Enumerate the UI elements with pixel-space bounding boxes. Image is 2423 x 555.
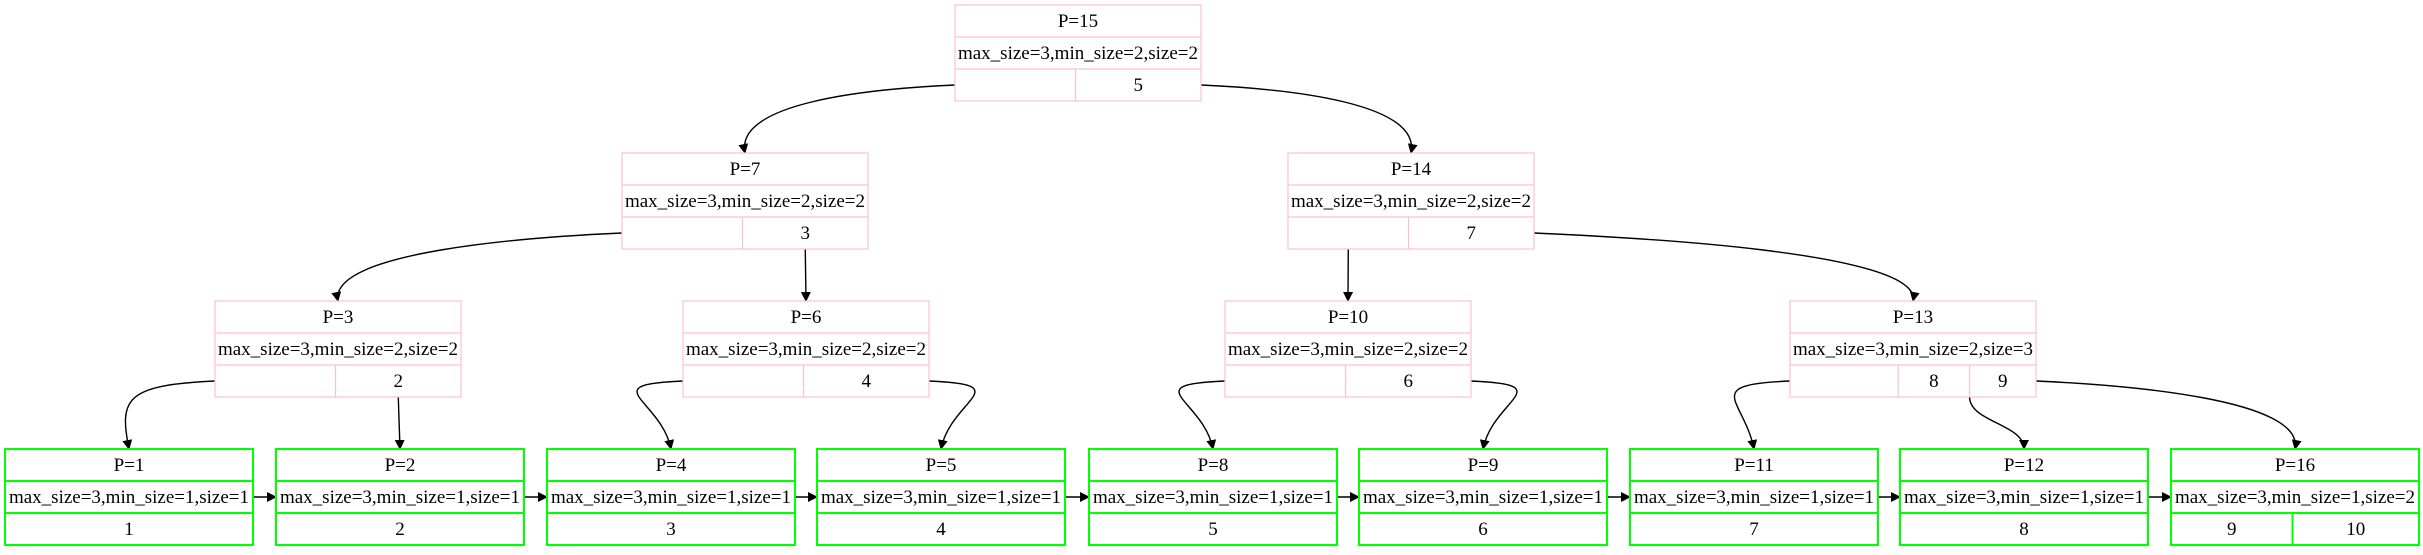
node-box	[1789, 300, 2037, 398]
node-key: 1	[124, 519, 134, 540]
node-key: 2	[394, 371, 404, 392]
node-key: 5	[1208, 519, 1218, 540]
node-meta: max_size=3,min_size=2,size=2	[686, 339, 926, 360]
leaf-node-p5: P=5 max_size=3,min_size=1,size=1 4	[816, 448, 1066, 546]
node-title: P=16	[2275, 455, 2315, 476]
node-box	[1899, 448, 2149, 546]
node-key: 8	[1929, 371, 1939, 392]
node-key: 9	[1998, 371, 2008, 392]
node-title: P=10	[1328, 307, 1368, 328]
node-box	[1224, 300, 1472, 398]
edge-p7-p3	[331, 232, 623, 302]
node-meta: max_size=3,min_size=1,size=1	[1634, 487, 1874, 508]
node-box	[275, 448, 525, 546]
node-key: 6	[1478, 519, 1488, 540]
edge-p10-p8	[1178, 380, 1226, 450]
node-key: 5	[1134, 75, 1144, 96]
internal-node-p15: P=15 max_size=3,min_size=2,size=2 5	[954, 4, 1202, 102]
node-title: P=5	[926, 455, 957, 476]
edge-p14-p13	[1533, 232, 1920, 302]
node-box	[1088, 448, 1338, 546]
node-box	[1287, 152, 1535, 250]
node-key: 9	[2227, 519, 2237, 540]
node-meta: max_size=3,min_size=1,size=1	[280, 487, 520, 508]
node-title: P=2	[385, 455, 416, 476]
node-title: P=15	[1058, 11, 1098, 32]
node-title: P=7	[730, 159, 761, 180]
node-meta: max_size=3,min_size=2,size=2	[218, 339, 458, 360]
node-title: P=13	[1893, 307, 1933, 328]
internal-node-p13: P=13 max_size=3,min_size=2,size=3 8 9	[1789, 300, 2037, 398]
nodes-layer: P=15max_size=3,min_size=2,size=25P=7max_…	[4, 4, 2420, 546]
leaf-node-p2: P=2 max_size=3,min_size=1,size=1 2	[275, 448, 525, 546]
internal-node-p14: P=14 max_size=3,min_size=2,size=2 7	[1287, 152, 1535, 250]
leaf-node-p9: P=9 max_size=3,min_size=1,size=1 6	[1358, 448, 1608, 546]
node-key: 2	[395, 519, 405, 540]
node-box	[4, 448, 254, 546]
node-meta: max_size=3,min_size=2,size=2	[958, 43, 1198, 64]
node-title: P=4	[656, 455, 687, 476]
node-meta: max_size=3,min_size=1,size=1	[1093, 487, 1333, 508]
node-meta: max_size=3,min_size=1,size=1	[1904, 487, 2144, 508]
internal-node-p6: P=6 max_size=3,min_size=2,size=2 4	[682, 300, 930, 398]
node-key: 6	[1404, 371, 1414, 392]
node-meta: max_size=3,min_size=1,size=1	[821, 487, 1061, 508]
node-box	[954, 4, 1202, 102]
node-key: 10	[2346, 519, 2365, 540]
edge-p13-p12	[1968, 396, 2029, 450]
leaf-node-p8: P=8 max_size=3,min_size=1,size=1 5	[1088, 448, 1338, 546]
node-key: 7	[1749, 519, 1759, 540]
node-key: 8	[2019, 519, 2029, 540]
internal-node-p7: P=7 max_size=3,min_size=2,size=2 3	[621, 152, 869, 250]
node-meta: max_size=3,min_size=2,size=2	[1291, 191, 1531, 212]
node-key: 3	[801, 223, 811, 244]
edge-p15-p7	[738, 84, 956, 154]
edge-p13-p16	[2035, 380, 2302, 450]
node-title: P=14	[1391, 159, 1432, 180]
edges-layer	[122, 84, 2302, 502]
leaf-node-p16: P=16 max_size=3,min_size=1,size=2 9 10	[2170, 448, 2420, 546]
leaf-node-p11: P=11 max_size=3,min_size=1,size=1 7	[1629, 448, 1879, 546]
node-key: 4	[862, 371, 872, 392]
node-meta: max_size=3,min_size=1,size=2	[2175, 487, 2415, 508]
edge-p6-p5	[928, 380, 976, 450]
node-meta: max_size=3,min_size=2,size=2	[625, 191, 865, 212]
edge-p7-p6	[800, 248, 811, 302]
node-box	[214, 300, 462, 398]
edge-p6-p4	[636, 380, 684, 450]
node-meta: max_size=3,min_size=1,size=1	[551, 487, 791, 508]
internal-node-p10: P=10 max_size=3,min_size=2,size=2 6	[1224, 300, 1472, 398]
node-title: P=3	[323, 307, 354, 328]
leaf-node-p12: P=12 max_size=3,min_size=1,size=1 8	[1899, 448, 2149, 546]
node-meta: max_size=3,min_size=2,size=2	[1228, 339, 1468, 360]
leaf-node-p1: P=1 max_size=3,min_size=1,size=1 1	[4, 448, 254, 546]
node-title: P=6	[791, 307, 822, 328]
node-meta: max_size=3,min_size=1,size=1	[9, 487, 249, 508]
node-title: P=11	[1734, 455, 1774, 476]
internal-node-p3: P=3 max_size=3,min_size=2,size=2 2	[214, 300, 462, 398]
node-meta: max_size=3,min_size=1,size=1	[1363, 487, 1603, 508]
node-title: P=1	[114, 455, 145, 476]
node-key: 7	[1467, 223, 1477, 244]
node-title: P=12	[2004, 455, 2044, 476]
edge-p13-p11	[1733, 380, 1791, 450]
edge-p15-p14	[1200, 84, 1418, 154]
node-box	[2170, 448, 2420, 546]
node-key: 4	[936, 519, 946, 540]
node-box	[682, 300, 930, 398]
edge-p3-p1	[122, 380, 216, 450]
leaf-node-p4: P=4 max_size=3,min_size=1,size=1 3	[546, 448, 796, 546]
edge-p3-p2	[394, 396, 405, 450]
node-box	[621, 152, 869, 250]
node-box	[1358, 448, 1608, 546]
node-title: P=8	[1198, 455, 1229, 476]
node-title: P=9	[1468, 455, 1499, 476]
node-key: 3	[666, 519, 676, 540]
node-box	[816, 448, 1066, 546]
node-box	[1629, 448, 1879, 546]
node-box	[546, 448, 796, 546]
node-meta: max_size=3,min_size=2,size=3	[1793, 339, 2033, 360]
edge-p10-p9	[1470, 380, 1518, 450]
